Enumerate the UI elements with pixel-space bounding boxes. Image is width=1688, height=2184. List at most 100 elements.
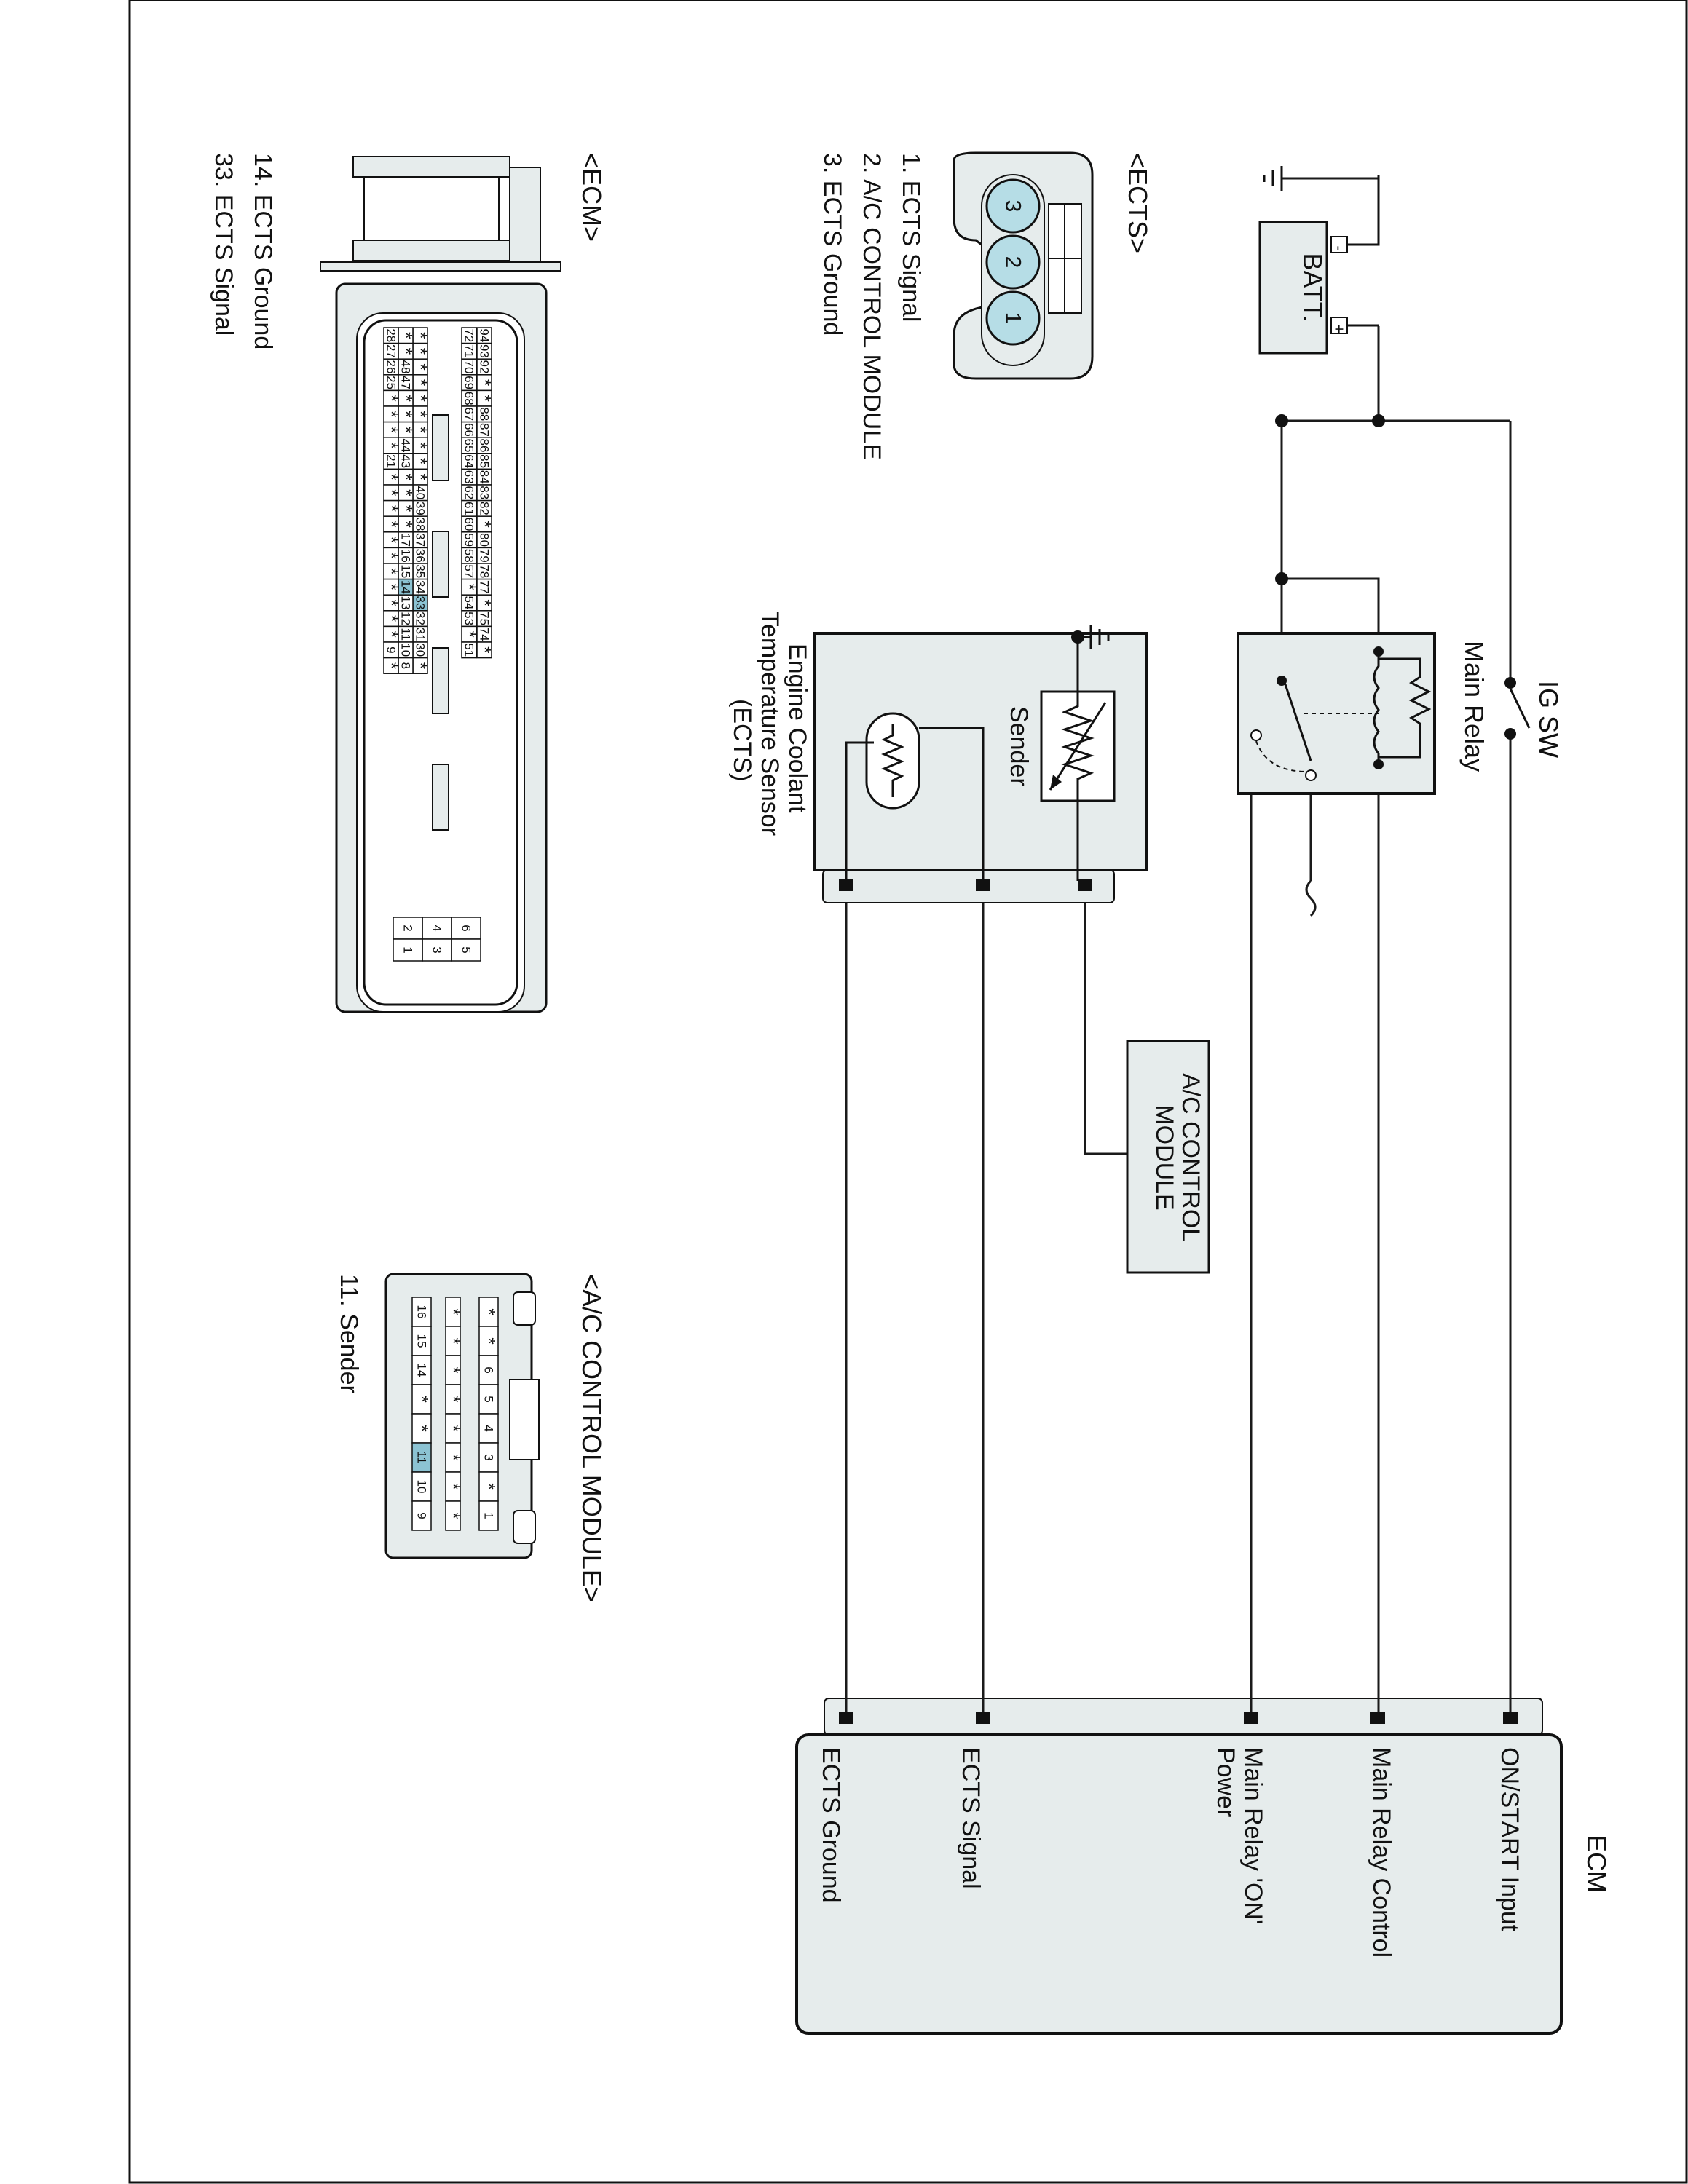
pin-label: 86 (478, 439, 492, 453)
pin-label: * (382, 411, 401, 417)
ecm-aux-pin: 1 (393, 938, 423, 962)
pin-label: 13 (399, 596, 413, 610)
pin-label: 28 (384, 328, 398, 342)
pin-label: 15 (399, 564, 413, 578)
pin-label: 16 (415, 1305, 429, 1319)
ecm-aux-pin: 6 (451, 917, 481, 940)
battery: - + BATT. (1258, 166, 1380, 355)
ac-pin-cell: 10 (411, 1471, 432, 1502)
ects-name-line1: Engine Coolant (784, 644, 811, 813)
ecm-pin-cell: * (475, 594, 494, 612)
ecm-pin-cell: 17 (398, 531, 414, 549)
pin-label: * (475, 599, 494, 606)
ecm-pin-cell: 32 (412, 610, 428, 628)
ecm-pin-cell: 51 (461, 641, 477, 659)
pin-label: 94 (478, 328, 492, 342)
ects-legend-3: 3. ECTS Ground (819, 153, 846, 336)
pin-label: 31 (414, 628, 427, 641)
pin-label: 69 (462, 376, 476, 389)
ecm-pin-cell: 82 (476, 499, 492, 517)
pin-label: * (411, 379, 430, 386)
pin-label: * (396, 427, 416, 433)
ecm-pin-cell: 30 (412, 641, 428, 659)
pin-label: * (411, 458, 430, 464)
pin-label: 34 (414, 580, 427, 594)
ecm-pin-grid: 949392**88878685848382*80797877*7574*727… (382, 327, 494, 962)
sender-label: Sender (1005, 706, 1033, 786)
ects-name-line3: (ECTS) (728, 699, 756, 781)
pin-label: * (396, 474, 416, 480)
pin-label: 21 (384, 454, 398, 468)
pin-label: * (382, 599, 401, 606)
pin-label: * (382, 521, 401, 527)
ecm-pin-cell: 86 (476, 437, 492, 454)
ecm-pin-cell: 10 (398, 641, 414, 659)
pin-label: 33 (414, 596, 427, 610)
ac-pin-cell: 1 (478, 1500, 499, 1531)
ecm-module: ECM ON/START Input Main Relay Control Ma… (795, 1698, 1612, 2035)
pin-label: 43 (399, 454, 413, 468)
ecm-pin-cell: 66 (461, 421, 477, 438)
pin-label: 84 (478, 470, 492, 484)
pin-label: * (443, 1425, 463, 1431)
pin-label: 30 (414, 643, 427, 657)
ac-pin-cell: * (443, 1442, 463, 1473)
ecm-pin-cell: * (382, 578, 401, 596)
ecm-pin-cell: * (382, 657, 401, 674)
pin-label: 80 (478, 533, 492, 547)
pin-label: 77 (478, 580, 492, 594)
ecm-pin-cell: * (382, 547, 401, 564)
svg-text:1: 1 (1001, 312, 1025, 325)
ecm-pin-cell: 85 (476, 453, 492, 470)
ecm-pin-cell: 69 (461, 374, 477, 392)
pin-label: 61 (462, 502, 476, 515)
ecm-pin-cell: * (382, 405, 401, 423)
ects-pin-2 (985, 234, 1041, 290)
ecm-pin-cell: * (475, 515, 494, 533)
ecm-pin-cell: 74 (476, 625, 492, 643)
ecm-legend-14: 14. ECTS Ground (249, 153, 277, 349)
relay-contact (1250, 729, 1262, 741)
relay-blade (1284, 684, 1312, 761)
battery-label: BATT. (1298, 253, 1328, 322)
pin-label: 70 (462, 360, 476, 374)
ac-box-line1: A/C CONTROL (1177, 1073, 1204, 1242)
pin-label: 35 (414, 564, 427, 578)
ac-legend-11: 11. Sender (335, 1274, 363, 1393)
ecm-pin-cell: 31 (412, 625, 428, 643)
pin-label: 68 (462, 392, 476, 405)
ects-connector-title: <ECTS> (1123, 153, 1153, 253)
pin-label: * (479, 1337, 499, 1344)
pin-label: 8 (399, 662, 413, 669)
ecm-pin-cell: 63 (461, 468, 477, 486)
ecm-pin-cell: * (382, 531, 401, 549)
relay-box (1237, 632, 1436, 795)
pin-label: 1 (482, 1512, 496, 1519)
ecm-pin-cell: 59 (461, 531, 477, 549)
ecm-pin-cell: 39 (412, 499, 428, 517)
ac-pin-cell: * (411, 1384, 432, 1415)
ac-pin-cell: * (443, 1384, 463, 1415)
ecm-pin-cell: 15 (398, 563, 414, 580)
ac-pin-cell: * (411, 1413, 432, 1444)
ecm-pin-ects-signal: ECTS Signal (957, 1747, 985, 1889)
pin-label: * (382, 615, 401, 622)
ects-legend-2: 2. A/C CONTROL MODULE (858, 153, 886, 460)
pin-label: 11 (399, 628, 413, 641)
ecm-pin-cell: 36 (412, 547, 428, 564)
junction-dot (1275, 572, 1288, 585)
pin-label: 10 (415, 1480, 429, 1494)
pin-label: 83 (478, 486, 492, 499)
ecm-pin-cell: * (382, 625, 401, 643)
ecm-pin-cell: * (475, 641, 494, 659)
ecm-pin-cell: * (382, 515, 401, 533)
ecm-pin-cell: 27 (383, 342, 399, 360)
pin-label: 64 (462, 454, 476, 468)
pin-label: 58 (462, 549, 476, 563)
pin-label: 9 (384, 646, 398, 653)
pin-label: 12 (399, 612, 413, 625)
ecm-pin-cell: 93 (476, 342, 492, 360)
page-border (128, 0, 1688, 2184)
pin-label: * (396, 395, 416, 402)
